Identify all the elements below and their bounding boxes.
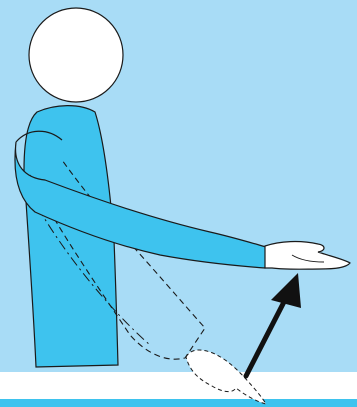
head-icon xyxy=(29,8,123,102)
floor-stripe xyxy=(0,399,357,407)
floor-strip xyxy=(0,372,357,399)
